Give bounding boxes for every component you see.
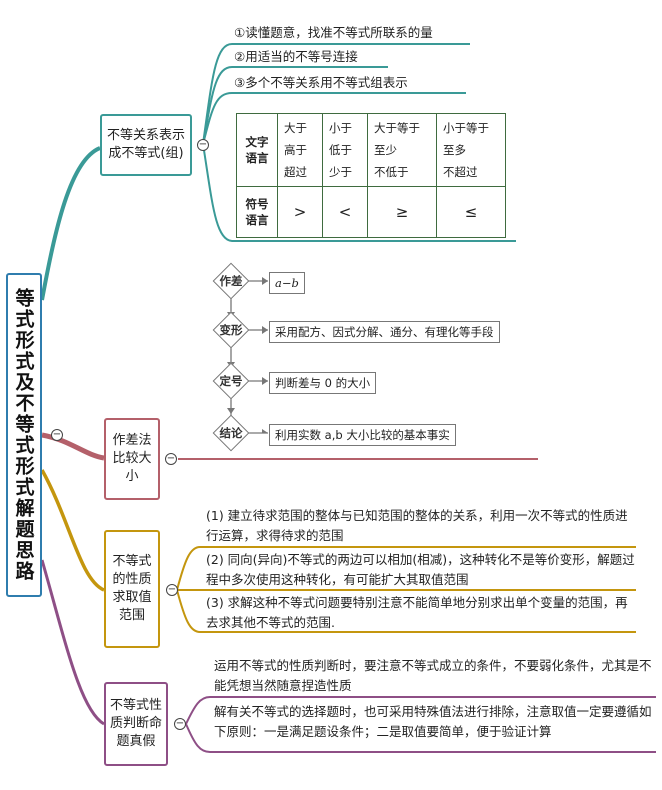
flow-step-label-2: 变形	[219, 323, 243, 337]
branch1-step-1: ①读懂题意，找准不等式所联系的量	[234, 25, 433, 40]
root-collapse-button[interactable]: −	[51, 429, 63, 441]
branch1-title: 不等关系表示成不等式(组)	[106, 128, 185, 161]
connector-b1-step2	[202, 66, 388, 145]
branch4-item-1: 运用不等式的性质判断时，要注意不等式成立的条件，不要弱化条件，尤其是不能凭想当然…	[214, 658, 652, 693]
flow-step-box-4: 利用实数 a,b 大小比较的基本事实	[269, 424, 456, 446]
connector-b1-step3	[202, 92, 466, 145]
branch3-item-1: (1) 建立待求范围的整体与已知范围的整体的关系，利用一次不等式的性质进行运算，…	[206, 508, 628, 543]
branch3-item-3: (3) 求解这种不等式问题要特别注意不能简单地分别求出单个变量的范围，再去求其他…	[206, 595, 628, 630]
connector-root-branch2	[41, 432, 105, 461]
branch1-node[interactable]: 不等关系表示成不等式(组)	[100, 114, 192, 176]
branch3-item-2: (2) 同向(异向)不等式的两边可以相加(相减)，这种转化不是等价变形，解题过程…	[206, 552, 635, 587]
branch1-step-3: ③多个不等关系用不等式组表示	[234, 75, 408, 90]
flow-step-label-4: 结论	[219, 426, 243, 440]
connector-root-branch1	[40, 146, 101, 301]
table-symbol-greater-equal: ≥	[367, 186, 437, 238]
branch1-step-2: ②用适当的不等号连接	[234, 49, 358, 64]
table-symbol-less-equal: ≤	[436, 186, 506, 238]
flow-step-box-3: 判断差与 0 的大小	[269, 372, 377, 394]
branch2-collapse-button[interactable]: −	[165, 453, 177, 465]
comparison-table: 文字语言 大于 高于 超过 小于 低于 少于 大于等于 至少 不低于 小于等于 …	[236, 113, 506, 238]
root-title: 等式形式及不等式形式解题思路	[12, 288, 35, 582]
flow-step-label-3: 定号	[219, 374, 243, 388]
root-node[interactable]: 等式形式及不等式形式解题思路	[6, 273, 42, 597]
connector-b1-table	[202, 143, 516, 242]
connector-root-branch4	[40, 559, 105, 726]
branch4-collapse-button[interactable]: −	[174, 718, 186, 730]
connector-root-branch3	[40, 469, 105, 592]
branch4-item-2: 解有关不等式的选择题时，也可采用特殊值法进行排除，注意取值一定要遵循如下原则：一…	[214, 704, 652, 739]
table-row-symbols: 符号语言 > < ≥ ≤	[236, 186, 506, 238]
branch4-title: 不等式性质判断命题真假	[109, 698, 162, 749]
table-cell-greater-equal: 大于等于 至少 不低于	[367, 113, 437, 187]
table-symbol-greater: >	[277, 186, 323, 238]
table-row-words: 文字语言 大于 高于 超过 小于 低于 少于 大于等于 至少 不低于 小于等于 …	[236, 113, 506, 187]
branch3-title: 不等式的性质求取值范围	[112, 554, 152, 623]
connector-b4-item2	[185, 723, 656, 753]
table-cell-greater: 大于 高于 超过	[277, 113, 323, 187]
branch2-node[interactable]: 作差法比较大小	[104, 418, 160, 500]
branch3-node[interactable]: 不等式的性质求取值范围	[104, 530, 160, 648]
branch4-node[interactable]: 不等式性质判断命题真假	[104, 682, 168, 766]
table-cell-less-equal: 小于等于 至多 不超过	[436, 113, 506, 187]
branch3-collapse-button[interactable]: −	[166, 584, 178, 596]
flow-step-label-1: 作差	[219, 274, 243, 288]
connector-b4-item1	[185, 696, 656, 725]
flow-step-box-2: 采用配方、因式分解、通分、有理化等手段	[269, 321, 500, 343]
table-header-symbols: 符号语言	[236, 186, 278, 238]
connector-b3-item1	[176, 546, 636, 591]
table-cell-less: 小于 低于 少于	[322, 113, 368, 187]
table-symbol-less: <	[322, 186, 368, 238]
branch1-collapse-button[interactable]: −	[197, 139, 209, 151]
table-header-words: 文字语言	[236, 113, 278, 187]
flow-step-box-1: a−b	[269, 272, 305, 294]
connector-b3-item3	[176, 589, 636, 633]
branch2-title: 作差法比较大小	[112, 433, 152, 484]
